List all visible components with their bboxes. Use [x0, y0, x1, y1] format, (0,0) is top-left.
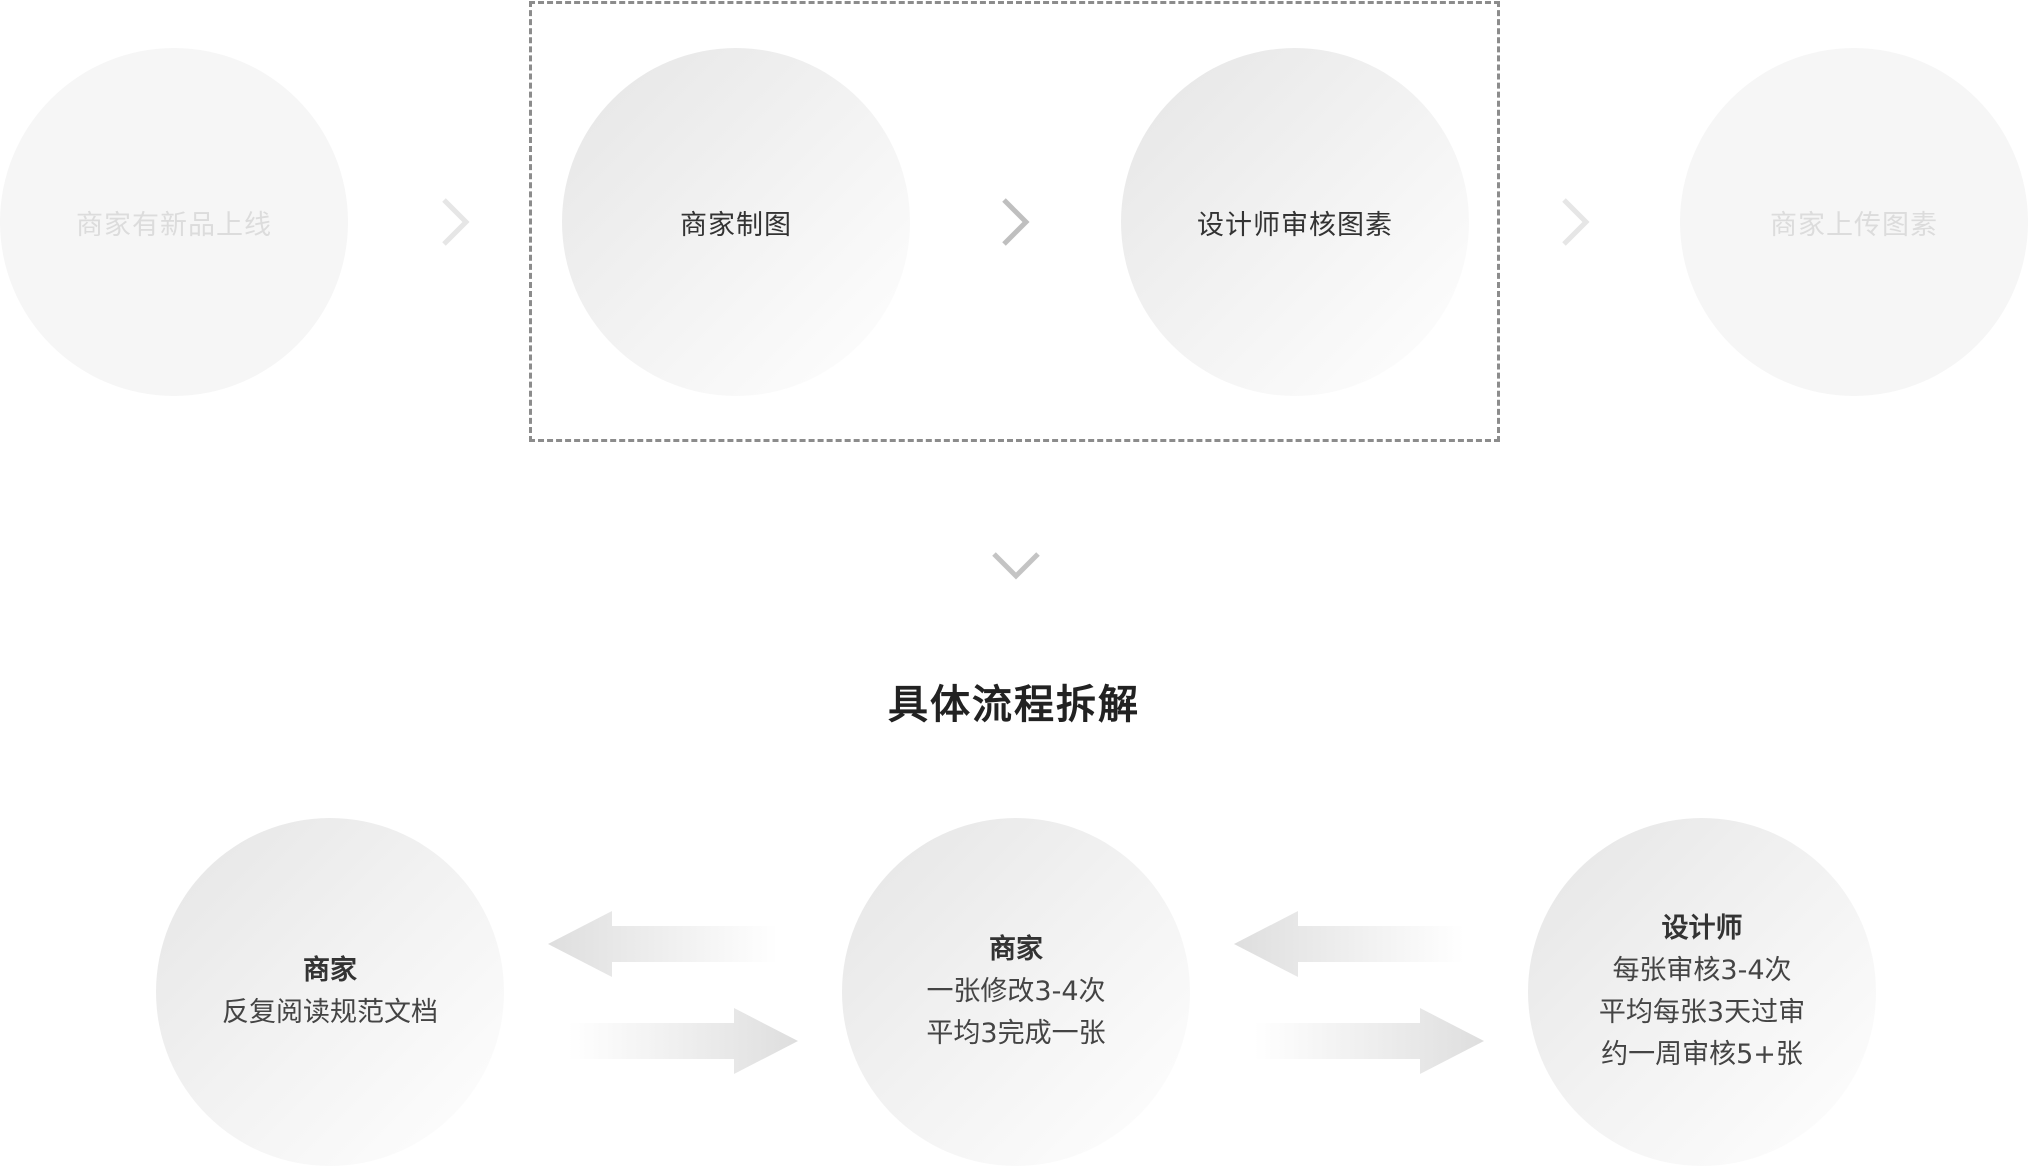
node-heading: 商家: [989, 934, 1043, 965]
step-label: 设计师审核图素: [1197, 209, 1393, 241]
chevron-right-icon: [442, 198, 470, 246]
chevron-down-icon: [992, 552, 1040, 580]
arrow-right-icon: [1254, 1008, 1484, 1074]
step-merchant-upload: 商家上传图素: [1680, 48, 2028, 396]
step-designer-review: 设计师审核图素: [1121, 48, 1469, 396]
chevron-right-icon: [1562, 198, 1590, 246]
step-label: 商家有新品上线: [76, 209, 272, 241]
node-line: 平均3完成一张: [926, 1018, 1106, 1049]
node-merchant-read-docs: 商家 反复阅读规范文档: [156, 818, 504, 1166]
step-merchant-drawing: 商家制图: [562, 48, 910, 396]
step-label: 商家制图: [680, 209, 792, 241]
node-heading: 商家: [303, 955, 357, 986]
node-merchant-revise: 商家 一张修改3-4次 平均3完成一张: [842, 818, 1190, 1166]
arrow-right-icon: [568, 1008, 798, 1074]
node-line: 每张审核3-4次: [1612, 955, 1792, 986]
arrow-left-icon: [1234, 911, 1464, 977]
step-label: 商家上传图素: [1770, 209, 1938, 241]
section-title: 具体流程拆解: [888, 682, 1140, 728]
node-line: 约一周审核5+张: [1601, 1039, 1803, 1070]
arrow-left-icon: [548, 911, 778, 977]
node-line: 平均每张3天过审: [1598, 997, 1806, 1028]
step-new-product-online: 商家有新品上线: [0, 48, 348, 396]
chevron-right-icon: [1002, 198, 1030, 246]
node-line: 反复阅读规范文档: [222, 997, 438, 1028]
focus-dashed-box: [529, 1, 1500, 442]
node-heading: 设计师: [1661, 913, 1743, 944]
node-line: 一张修改3-4次: [926, 976, 1106, 1007]
node-designer-review: 设计师 每张审核3-4次 平均每张3天过审 约一周审核5+张: [1528, 818, 1876, 1166]
